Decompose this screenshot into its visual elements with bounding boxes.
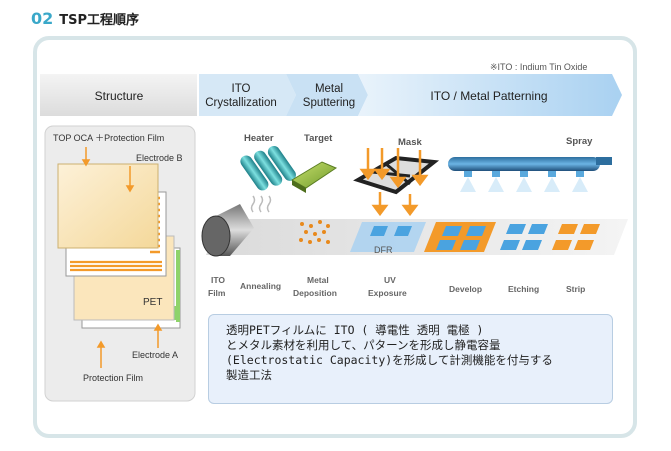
description-line-4: 製造工法: [226, 368, 272, 382]
structure-pointer-arrows: [81, 147, 163, 368]
electrode-b-label: Electrode B: [136, 153, 183, 163]
metal-sputtering-header-cell: [286, 74, 368, 116]
spray-pipe: [448, 157, 600, 171]
ito-crystallization-header-line2: Crystallization: [205, 97, 277, 109]
metal-sputtering-header-line2: Sputtering: [303, 97, 355, 109]
heater-rods: [240, 145, 296, 191]
patterning-header: ITO / Metal Patterning: [430, 89, 547, 103]
description-line-2: とメタル素材を利用して、パターンを形成し静電容量: [226, 338, 501, 352]
section-title: TSP工程順序: [59, 12, 140, 28]
header-bar: Structure ITO Crystallization Metal Sput…: [40, 74, 622, 116]
heater-label: Heater: [244, 133, 274, 144]
step-ito-film-1: ITO: [211, 275, 225, 285]
section-heading: 02 TSP工程順序: [31, 8, 139, 28]
step-uv-exposure-1: UV: [384, 275, 396, 285]
structure-header: Structure: [95, 89, 144, 103]
step-uv-exposure-2: Exposure: [368, 288, 407, 298]
step-labels: ITO Film Annealing Metal Deposition UV E…: [208, 275, 585, 298]
step-metal-deposition-1: Metal: [307, 275, 329, 285]
top-oca-label: TOP OCA ＋Protection Film: [53, 133, 164, 143]
structure-panel: TOP OCA ＋Protection Film Electrode B PET…: [44, 125, 196, 402]
protection-film-label: Protection Film: [83, 373, 143, 383]
spray-label: Spray: [566, 136, 593, 147]
electrode-a-label: Electrode A: [132, 350, 178, 360]
ito-crystallization-header-line1: ITO: [232, 83, 251, 95]
step-annealing: Annealing: [240, 281, 281, 291]
dfr-label: DFR: [374, 245, 393, 255]
develop-pattern: [424, 222, 496, 252]
mask-label: Mask: [398, 137, 422, 148]
spray-mist: [460, 177, 588, 192]
sputtering-target: [291, 161, 338, 189]
spray-nozzles: [464, 171, 584, 177]
structure-header-cell: [40, 74, 198, 116]
description-line-3: (Electrostatic Capacity)を形成して計測機能を付与する: [226, 353, 553, 367]
metal-particles: [299, 220, 330, 244]
step-strip: Strip: [566, 284, 585, 294]
patterning-header-cell: [358, 74, 622, 116]
ito-crystallization-header-cell: [198, 74, 296, 116]
description-text: 透明PETフィルムに ITO ( 導電性 透明 電極 ) とメタル素材を利用して…: [226, 323, 606, 383]
description-box: [208, 314, 613, 404]
step-ito-film-2: Film: [208, 288, 226, 298]
section-number: 02: [31, 8, 54, 28]
etching-pattern: [500, 224, 548, 250]
step-etching: Etching: [508, 284, 539, 294]
top-oca-layer: [57, 163, 159, 249]
heat-waves: [250, 195, 272, 213]
step-develop: Develop: [449, 284, 482, 294]
target-label: Target: [304, 133, 333, 144]
metal-sputtering-header-line1: Metal: [315, 83, 343, 95]
pet-label: PET: [143, 297, 162, 308]
description-line-1: 透明PETフィルムに ITO ( 導電性 透明 電極 ): [226, 323, 484, 337]
step-metal-deposition-2: Deposition: [293, 288, 337, 298]
uv-arrows: [359, 148, 429, 217]
strip-pattern: [552, 224, 600, 250]
ito-footnote: ※ITO : Indium Tin Oxide: [490, 62, 588, 72]
